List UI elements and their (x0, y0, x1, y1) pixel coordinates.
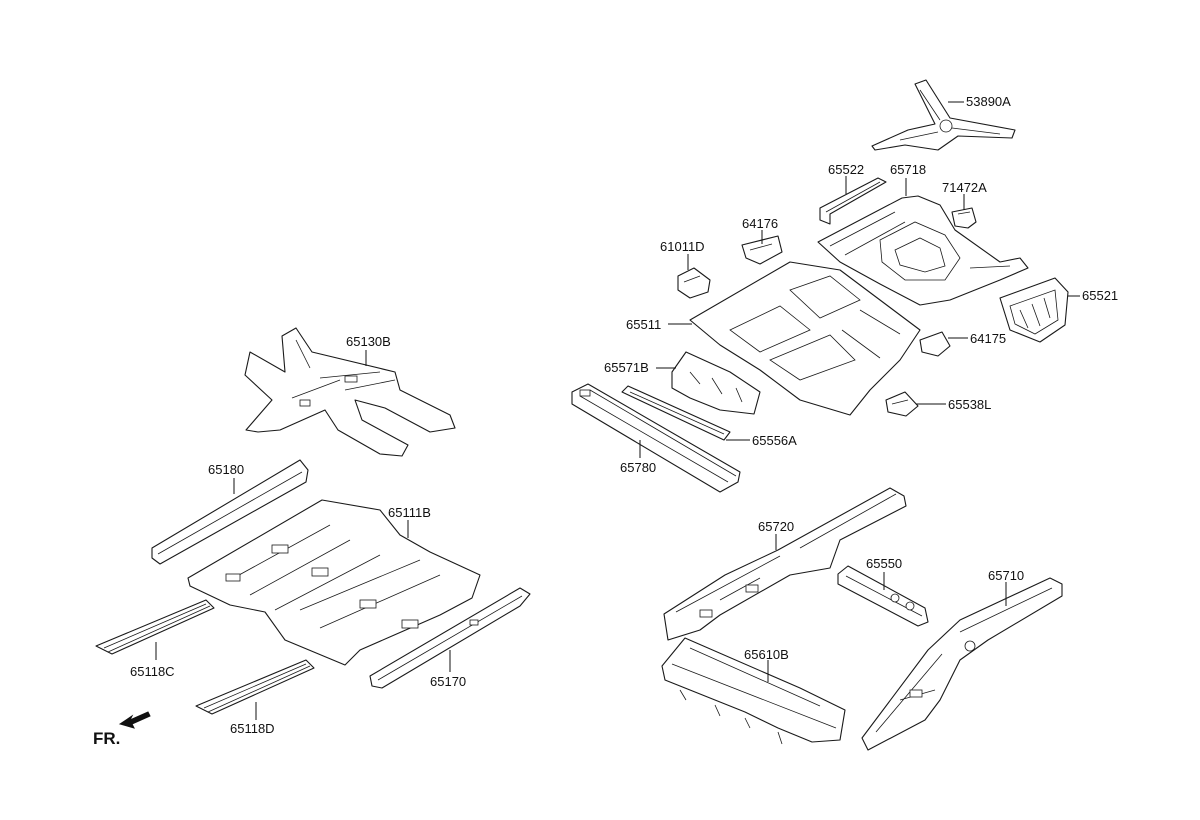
part-65610B[interactable] (661, 637, 846, 745)
front-label: FR. (93, 729, 120, 748)
part-65522[interactable] (819, 177, 887, 225)
part-61011D[interactable] (677, 267, 711, 299)
label-65511: 65511 (626, 317, 661, 332)
label-65180: 65180 (208, 462, 244, 477)
label-65571B: 65571B (604, 360, 649, 375)
part-65710[interactable] (861, 577, 1063, 751)
label-65556A: 65556A (752, 433, 797, 448)
label-65538L: 65538L (948, 397, 991, 412)
label-64176: 64176 (742, 216, 778, 231)
label-65118D: 65118D (230, 721, 275, 736)
part-65111B[interactable] (187, 499, 481, 666)
label-65550: 65550 (866, 556, 902, 571)
label-65718: 65718 (890, 162, 926, 177)
label-64175: 64175 (970, 331, 1006, 346)
part-65521[interactable] (999, 277, 1069, 343)
part-71472A[interactable] (951, 207, 977, 229)
label-65522: 65522 (828, 162, 864, 177)
part-65720[interactable] (663, 487, 907, 641)
part-65118D[interactable] (195, 659, 315, 715)
label-65610B: 65610B (744, 647, 789, 662)
part-64176[interactable] (741, 235, 783, 265)
label-65521: 65521 (1082, 288, 1118, 303)
part-65571B[interactable] (671, 351, 761, 415)
label-61011D: 61011D (660, 239, 705, 254)
label-65780: 65780 (620, 460, 656, 475)
part-65118C[interactable] (95, 599, 215, 655)
label-65130B: 65130B (346, 334, 391, 349)
part-64175[interactable] (919, 331, 951, 357)
part-65170[interactable] (369, 587, 531, 689)
part-65180[interactable] (151, 459, 309, 565)
label-65720: 65720 (758, 519, 794, 534)
label-65710: 65710 (988, 568, 1024, 583)
front-orientation-marker: FR. (93, 711, 151, 748)
part-65556A[interactable] (621, 385, 731, 441)
label-65170: 65170 (430, 674, 466, 689)
part-65780[interactable] (571, 383, 741, 493)
label-65118C: 65118C (130, 664, 175, 679)
part-65550[interactable] (837, 565, 929, 627)
label-53890A: 53890A (966, 94, 1011, 109)
part-53890A[interactable] (871, 79, 1016, 151)
label-65111B: 65111B (388, 505, 431, 520)
part-65130B[interactable] (244, 327, 456, 457)
arrow-front-icon (118, 711, 151, 729)
part-65511[interactable] (689, 261, 921, 416)
label-71472A: 71472A (942, 180, 987, 195)
part-65538L[interactable] (885, 391, 919, 417)
part-65718[interactable] (817, 195, 1029, 306)
